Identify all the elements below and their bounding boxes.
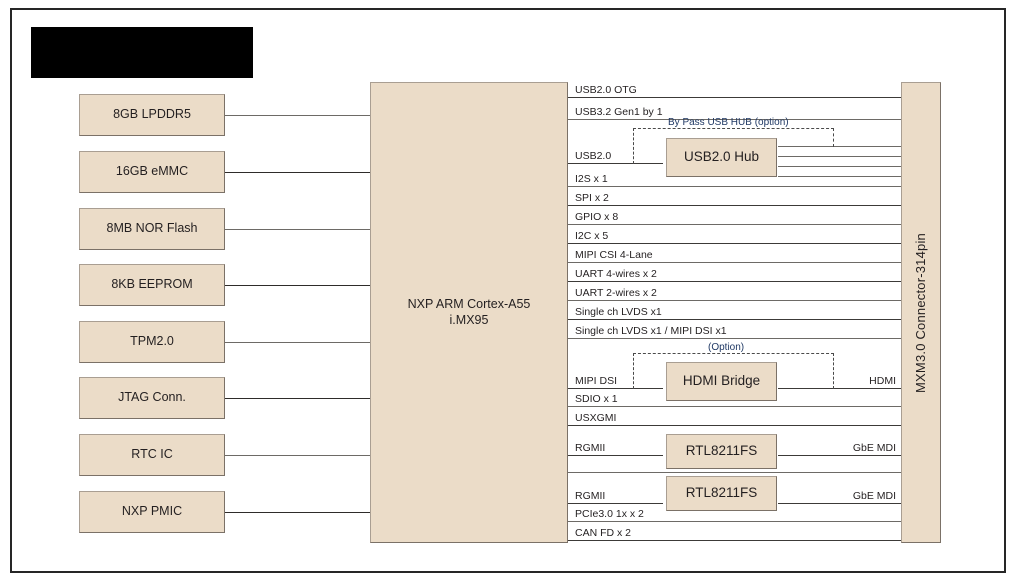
egress-label-gbe-mdi-1: GbE MDI bbox=[852, 442, 896, 454]
bus-uart-4wire bbox=[568, 281, 901, 282]
link-jtag-soc bbox=[225, 398, 370, 399]
left-block-label: 8GB LPDDR5 bbox=[113, 107, 191, 122]
chip-label: RTL8211FS bbox=[685, 485, 758, 501]
iface-label-mipi-dsi: MIPI DSI bbox=[575, 375, 618, 387]
bus-mipi-csi bbox=[568, 262, 901, 263]
link-tpm-soc bbox=[225, 342, 370, 343]
bus-gbe-mdi-2 bbox=[778, 503, 901, 504]
bus-lvds-dsi bbox=[568, 338, 901, 339]
bus-uart-2wire bbox=[568, 300, 901, 301]
iface-label-uart-2wire: UART 2-wires x 2 bbox=[575, 287, 657, 299]
left-block-lpddr5[interactable]: 8GB LPDDR5 bbox=[79, 94, 225, 136]
bus-usb20-in bbox=[568, 163, 663, 164]
bus-lvds bbox=[568, 319, 901, 320]
left-block-label: 16GB eMMC bbox=[115, 164, 189, 179]
iface-label-mipi-csi: MIPI CSI 4-Lane bbox=[575, 249, 653, 261]
chip-label: RTL8211FS bbox=[685, 443, 758, 459]
bus-sdio bbox=[568, 406, 901, 407]
bus-gbe-mdi-1 bbox=[778, 455, 901, 456]
iface-label-lvds-dsi: Single ch LVDS x1 / MIPI DSI x1 bbox=[575, 325, 727, 337]
bus-pcie bbox=[568, 521, 901, 522]
chip-hdmi-bridge[interactable]: HDMI Bridge bbox=[666, 362, 777, 401]
bus-can-fd bbox=[568, 540, 901, 541]
bus-spi bbox=[568, 205, 901, 206]
redacted-title-block bbox=[31, 27, 253, 78]
bus-usb-hub-out-1 bbox=[778, 146, 901, 147]
iface-label-uart-4wire: UART 4-wires x 2 bbox=[575, 268, 657, 280]
left-block-emmc[interactable]: 16GB eMMC bbox=[79, 151, 225, 193]
bus-i2s bbox=[568, 186, 901, 187]
bus-rgmii-1-in bbox=[568, 455, 663, 456]
iface-label-rgmii-2: RGMII bbox=[575, 490, 606, 502]
iface-label-usb32: USB3.2 Gen1 by 1 bbox=[575, 106, 663, 118]
bus-usb-hub-out-2 bbox=[778, 156, 901, 157]
chip-label: HDMI Bridge bbox=[682, 373, 761, 389]
link-emmc-soc bbox=[225, 172, 370, 173]
link-eeprom-soc bbox=[225, 285, 370, 286]
bypass-hdmi-bridge-label: (Option) bbox=[708, 342, 745, 353]
bus-usb32 bbox=[568, 119, 901, 120]
chip-usb20-hub[interactable]: USB2.0 Hub bbox=[666, 138, 777, 177]
left-block-label: TPM2.0 bbox=[130, 334, 174, 349]
bus-i2c bbox=[568, 243, 901, 244]
soc-label: NXP ARM Cortex-A55 i.MX95 bbox=[407, 297, 531, 327]
left-block-nor-flash[interactable]: 8MB NOR Flash bbox=[79, 208, 225, 250]
left-block-eeprom[interactable]: 8KB EEPROM bbox=[79, 264, 225, 306]
link-lpddr5-soc bbox=[225, 115, 370, 116]
mxm-connector-block[interactable]: MXM3.0 Connector-314pin bbox=[901, 82, 941, 543]
egress-label-gbe-mdi-2: GbE MDI bbox=[852, 490, 896, 502]
left-block-pmic[interactable]: NXP PMIC bbox=[79, 491, 225, 533]
iface-label-can-fd: CAN FD x 2 bbox=[575, 527, 632, 539]
bus-usxgmi bbox=[568, 425, 901, 426]
bus-usb-hub-out-4 bbox=[778, 176, 901, 177]
iface-label-i2c: I2C x 5 bbox=[575, 230, 609, 242]
left-block-label: JTAG Conn. bbox=[118, 390, 186, 405]
bus-gpio bbox=[568, 224, 901, 225]
bus-hdmi-out bbox=[778, 388, 901, 389]
iface-label-sdio: SDIO x 1 bbox=[575, 393, 618, 405]
iface-label-usxgmi: USXGMI bbox=[575, 412, 617, 424]
bus-mipi-dsi-in bbox=[568, 388, 663, 389]
bus-divider-eth bbox=[568, 472, 901, 473]
bus-usb20-otg bbox=[568, 97, 901, 98]
bus-usb-hub-out-3 bbox=[778, 166, 901, 167]
iface-label-gpio: GPIO x 8 bbox=[575, 211, 619, 223]
left-block-label: 8MB NOR Flash bbox=[106, 221, 198, 236]
mxm-connector-label: MXM3.0 Connector-314pin bbox=[913, 232, 929, 393]
left-block-rtc[interactable]: RTC IC bbox=[79, 434, 225, 476]
chip-rtl8211fs-2[interactable]: RTL8211FS bbox=[666, 476, 777, 511]
bypass-usb-hub-label: By Pass USB HUB (option) bbox=[668, 117, 789, 128]
left-block-tpm[interactable]: TPM2.0 bbox=[79, 321, 225, 363]
bus-rgmii-2-in bbox=[568, 503, 663, 504]
left-block-label: RTC IC bbox=[131, 447, 173, 462]
soc-block[interactable]: NXP ARM Cortex-A55 i.MX95 bbox=[370, 82, 568, 543]
left-block-jtag[interactable]: JTAG Conn. bbox=[79, 377, 225, 419]
left-block-label: 8KB EEPROM bbox=[111, 277, 193, 292]
iface-label-rgmii-1: RGMII bbox=[575, 442, 606, 454]
link-nor-flash-soc bbox=[225, 229, 370, 230]
link-pmic-soc bbox=[225, 512, 370, 513]
iface-label-usb20: USB2.0 bbox=[575, 150, 612, 162]
left-block-label: NXP PMIC bbox=[121, 504, 183, 519]
iface-label-pcie: PCIe3.0 1x x 2 bbox=[575, 508, 644, 520]
iface-label-lvds: Single ch LVDS x1 bbox=[575, 306, 662, 318]
link-rtc-soc bbox=[225, 455, 370, 456]
iface-label-usb20-otg: USB2.0 OTG bbox=[575, 84, 637, 96]
iface-label-spi: SPI x 2 bbox=[575, 192, 609, 204]
chip-label: USB2.0 Hub bbox=[683, 149, 760, 165]
egress-label-hdmi: HDMI bbox=[869, 375, 896, 387]
iface-label-i2s: I2S x 1 bbox=[575, 173, 608, 185]
chip-rtl8211fs-1[interactable]: RTL8211FS bbox=[666, 434, 777, 469]
